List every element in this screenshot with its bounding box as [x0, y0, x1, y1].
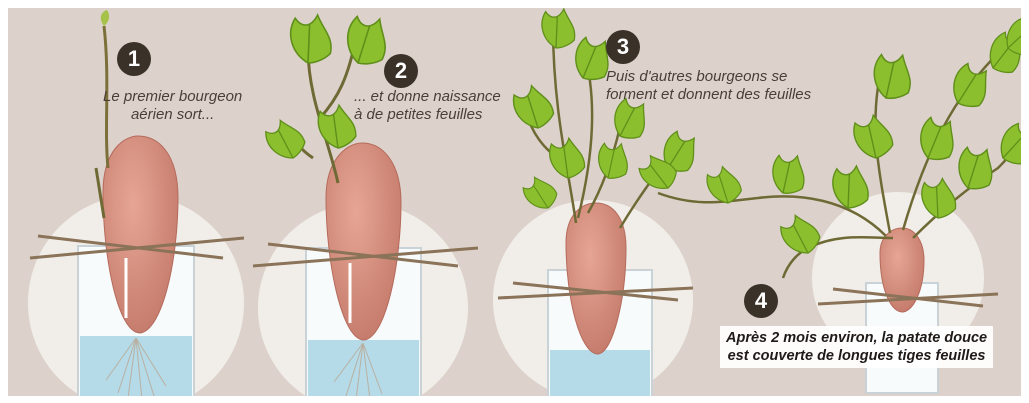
step-3-caption: Puis d'autres bourgeons se forment et do… [606, 68, 811, 104]
step-1-number-badge: 1 [117, 42, 151, 76]
step-4-caption: Après 2 mois environ, la patate douce es… [720, 326, 993, 368]
step-1-caption: Le premier bourgeon aérien sort... [103, 88, 242, 124]
illustration-panel: 1 2 3 4 Le premier bourgeon aérien sort.… [8, 8, 1021, 396]
step-4-number-badge: 4 [744, 284, 778, 318]
step-3-number-badge: 3 [606, 30, 640, 64]
step-2-number-badge: 2 [384, 54, 418, 88]
step-2-caption: ... et donne naissance à de petites feui… [354, 88, 501, 124]
step-2-illustration [253, 12, 478, 396]
